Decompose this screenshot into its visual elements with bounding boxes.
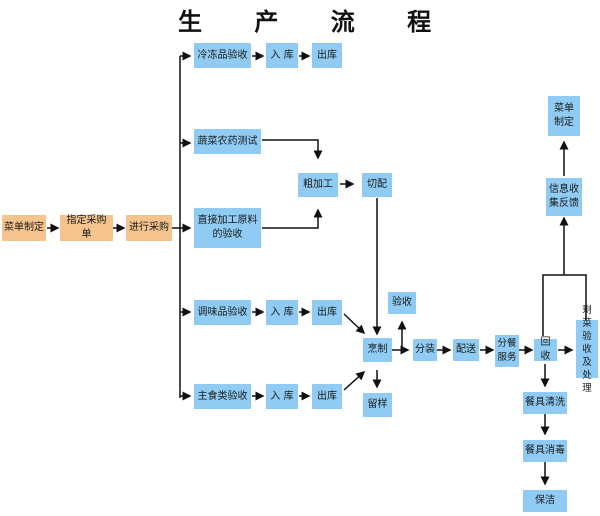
- node-cook: 烹制: [363, 338, 392, 362]
- node-clean: 保洁: [523, 490, 567, 512]
- node-recycle: 回收: [534, 337, 557, 362]
- node-menu-plan: 菜单制定: [2, 215, 46, 241]
- node-seasoning-out: 出库: [312, 300, 342, 325]
- arrow: [343, 370, 366, 391]
- node-leftover: 剩菜验收及处理: [576, 305, 598, 394]
- node-serve: 分餐服务: [495, 335, 519, 367]
- node-frozen-out: 出库: [312, 43, 342, 68]
- node-disinfect: 餐具消毒: [523, 440, 567, 462]
- node-sample: 留样: [363, 393, 392, 417]
- node-wash: 餐具清洗: [523, 392, 567, 414]
- node-raw-check: 直接加工原料的验收: [194, 208, 261, 248]
- node-purchase: 进行采购: [126, 215, 172, 241]
- node-staple-in: 入 库: [266, 384, 298, 409]
- node-inspect: 验收: [388, 292, 416, 314]
- node-frozen-check: 冷冻品验收: [194, 43, 251, 68]
- node-seasoning-check: 调味品验收: [194, 300, 251, 325]
- node-purchase-list: 指定采购单: [60, 215, 113, 241]
- node-deliver: 配送: [453, 339, 479, 361]
- arrow: [262, 208, 323, 229]
- node-staple-out: 出库: [312, 384, 342, 409]
- node-rough-process: 粗加工: [298, 173, 338, 197]
- node-staple-check: 主食类验收: [194, 384, 251, 409]
- page-title: 生 产 流 程: [178, 8, 454, 36]
- node-cut: 切配: [362, 173, 392, 197]
- node-veg-test: 蔬菜农药测试: [194, 129, 261, 154]
- node-feedback: 信息收集反馈: [546, 178, 582, 216]
- node-seasoning-in: 入 库: [266, 300, 298, 325]
- node-frozen-in: 入 库: [266, 43, 298, 68]
- arrow: [262, 139, 323, 160]
- node-pack: 分装: [413, 339, 437, 361]
- node-menu-plan-2: 菜单制定: [548, 96, 580, 136]
- arrow: [343, 313, 366, 335]
